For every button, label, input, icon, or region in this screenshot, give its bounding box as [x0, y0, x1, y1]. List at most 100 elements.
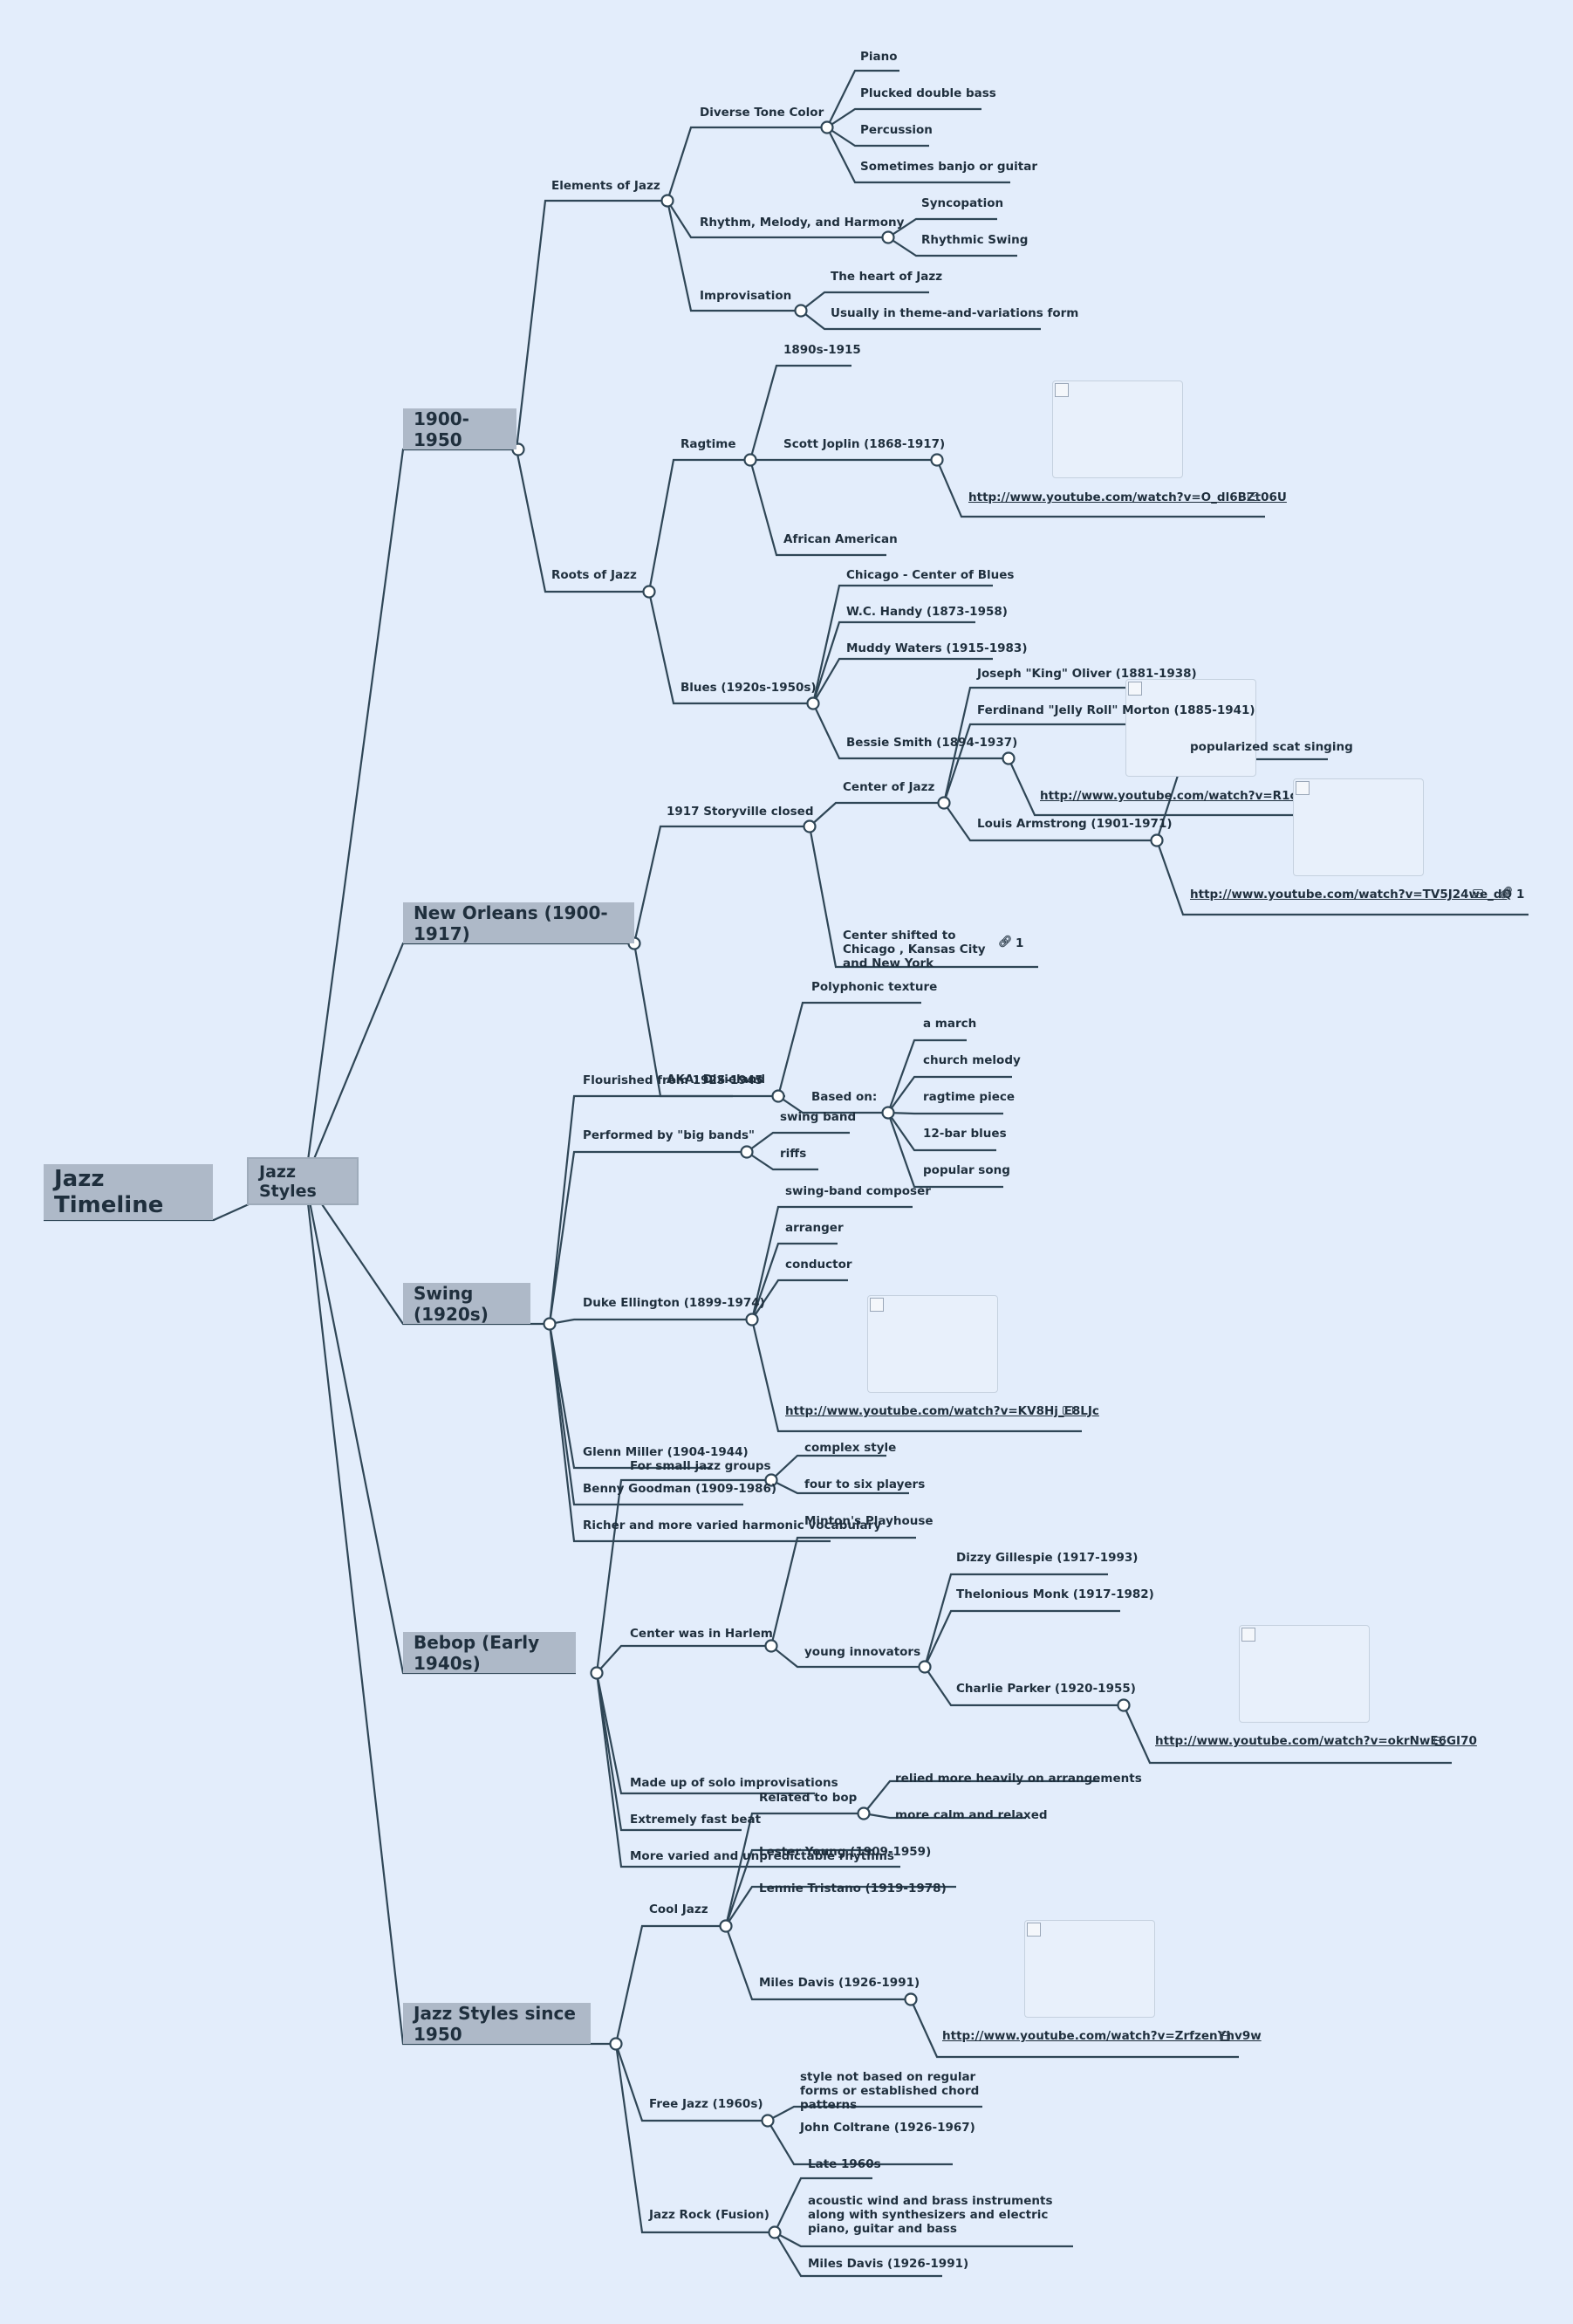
topic-chicago-blues[interactable]: Chicago - Center of Blues	[846, 568, 1015, 582]
image-icon[interactable]	[1434, 1737, 1445, 1745]
youtube-link-ellington[interactable]: http://www.youtube.com/watch?v=KV8Hj_E8L…	[785, 1404, 1099, 1418]
branch-1900-1950[interactable]: 1900-1950	[403, 408, 516, 450]
topic-solo-improvisations[interactable]: Made up of solo improvisations	[630, 1776, 838, 1790]
image-icon[interactable]	[1473, 889, 1483, 898]
topic-swing-band[interactable]: swing band	[780, 1110, 857, 1124]
topic-ragtime-piece[interactable]: ragtime piece	[923, 1090, 1016, 1104]
topic-wc-handy[interactable]: W.C. Handy (1873-1958)	[846, 605, 1008, 619]
topic-1890s-1915[interactable]: 1890s-1915	[783, 343, 861, 357]
topic-arrangements[interactable]: relied more heavily on arrangements	[895, 1772, 1142, 1786]
youtube-link-bessie[interactable]: http://www.youtube.com/watch?v=R1oKhVaKB…	[1040, 789, 1366, 803]
topic-roots-of-jazz[interactable]: Roots of Jazz	[551, 568, 637, 582]
topic-rhythm-melody-harmony[interactable]: Rhythm, Melody, and Harmony	[700, 216, 905, 230]
topic-scat-singing[interactable]: popularized scat singing	[1190, 740, 1353, 754]
topic-lester-young[interactable]: Lester Young (1909-1959)	[759, 1845, 932, 1859]
topic-riffs[interactable]: riffs	[780, 1147, 807, 1161]
topic-bessie-smith[interactable]: Bessie Smith (1894-1937)	[846, 736, 1018, 750]
topic-blues[interactable]: Blues (1920s-1950s)	[680, 681, 817, 695]
image-placeholder[interactable]	[1239, 1625, 1370, 1723]
topic-miles-davis[interactable]: Miles Davis (1926-1991)	[759, 1976, 920, 1990]
topic-calm-relaxed[interactable]: more calm and relaxed	[895, 1808, 1048, 1822]
topic-mintons[interactable]: Minton's Playhouse	[804, 1514, 934, 1528]
image-placeholder[interactable]	[1293, 778, 1424, 876]
topic-rhythmic-swing[interactable]: Rhythmic Swing	[921, 233, 1029, 247]
topic-center-shifted[interactable]: Center shifted to Chicago , Kansas City …	[843, 929, 986, 970]
topic-popular-song[interactable]: popular song	[923, 1163, 1010, 1177]
topic-double-bass[interactable]: Plucked double bass	[860, 86, 996, 100]
topic-ragtime[interactable]: Ragtime	[680, 437, 736, 451]
topic-harlem[interactable]: Center was in Harlem	[630, 1627, 773, 1641]
topic-not-regular-forms[interactable]: style not based on regular forms or esta…	[800, 2070, 980, 2112]
topic-dixieland[interactable]: AKA: Dixieland	[667, 1073, 766, 1087]
topic-heart-of-jazz[interactable]: The heart of Jazz	[831, 270, 943, 284]
topic-unpredictable-rhythms[interactable]: More varied and unpredictable rhythms	[630, 1849, 894, 1863]
topic-arranger[interactable]: arranger	[785, 1221, 844, 1235]
image-placeholder[interactable]	[1024, 1920, 1155, 2018]
topic-cool-jazz[interactable]: Cool Jazz	[649, 1902, 708, 1916]
topic-duke-ellington[interactable]: Duke Ellington (1899-1974)	[583, 1296, 765, 1310]
topic-young-innovators[interactable]: young innovators	[804, 1645, 921, 1659]
topic-lennie-tristano[interactable]: Lennie Tristano (1919-1978)	[759, 1882, 947, 1896]
topic-swing-band-composer[interactable]: swing-band composer	[785, 1184, 931, 1198]
topic-louis-armstrong[interactable]: Louis Armstrong (1901-1971)	[977, 817, 1173, 831]
branch-bebop[interactable]: Bebop (Early 1940s)	[403, 1632, 576, 1674]
topic-miles-davis-fusion[interactable]: Miles Davis (1926-1991)	[808, 2257, 969, 2271]
topic-late-1960s[interactable]: Late 1960s	[808, 2157, 881, 2171]
topic-theme-variations[interactable]: Usually in theme-and-variations form	[831, 306, 1079, 320]
branch-since-1950[interactable]: Jazz Styles since 1950	[403, 2003, 591, 2045]
topic-12-bar-blues[interactable]: 12-bar blues	[923, 1127, 1007, 1141]
topic-african-american[interactable]: African American	[783, 532, 898, 546]
topic-king-oliver[interactable]: Joseph "King" Oliver (1881-1938)	[977, 667, 1197, 681]
topic-big-bands[interactable]: Performed by "big bands"	[583, 1128, 756, 1142]
topic-muddy-waters[interactable]: Muddy Waters (1915-1983)	[846, 641, 1028, 655]
topic-banjo-guitar[interactable]: Sometimes banjo or guitar	[860, 160, 1038, 174]
topic-diverse-tone-color[interactable]: Diverse Tone Color	[700, 106, 824, 120]
link-icon[interactable]: 🔗︎	[1499, 887, 1514, 900]
link-icon[interactable]: 🔗︎	[998, 936, 1013, 949]
hub-topic[interactable]: Jazz Styles	[249, 1159, 357, 1203]
topic-thelonious-monk[interactable]: Thelonious Monk (1917-1982)	[956, 1587, 1154, 1601]
root-topic[interactable]: Jazz Timeline	[44, 1164, 213, 1220]
topic-elements-of-jazz[interactable]: Elements of Jazz	[551, 179, 660, 193]
topic-free-jazz[interactable]: Free Jazz (1960s)	[649, 2097, 763, 2111]
topic-percussion[interactable]: Percussion	[860, 123, 933, 137]
topic-small-groups[interactable]: For small jazz groups	[630, 1459, 771, 1473]
topic-center-of-jazz[interactable]: Center of Jazz	[843, 780, 935, 794]
topic-flourished[interactable]: Flourished from 1925-1945	[583, 1073, 763, 1087]
topic-piano[interactable]: Piano	[860, 50, 898, 64]
topic-syncopation[interactable]: Syncopation	[921, 196, 1004, 210]
image-placeholder[interactable]	[1125, 679, 1256, 777]
topic-a-march[interactable]: a march	[923, 1017, 977, 1031]
topic-benny-goodman[interactable]: Benny Goodman (1909-1986)	[583, 1482, 777, 1496]
topic-improvisation[interactable]: Improvisation	[700, 289, 792, 303]
youtube-link-joplin[interactable]: http://www.youtube.com/watch?v=O_dl6BZt0…	[968, 490, 1287, 504]
image-icon[interactable]	[1063, 1406, 1073, 1415]
topic-jelly-roll-morton[interactable]: Ferdinand "Jelly Roll" Morton (1885-1941…	[977, 703, 1255, 717]
topic-polyphonic-texture[interactable]: Polyphonic texture	[811, 980, 938, 994]
image-placeholder[interactable]	[867, 1295, 998, 1393]
topic-storyville-closed[interactable]: 1917 Storyville closed	[667, 805, 814, 819]
topic-conductor[interactable]: conductor	[785, 1258, 852, 1272]
branch-new-orleans[interactable]: New Orleans (1900-1917)	[403, 902, 634, 944]
topic-complex-style[interactable]: complex style	[804, 1441, 897, 1455]
topic-glenn-miller[interactable]: Glenn Miller (1904-1944)	[583, 1445, 749, 1459]
topic-dizzy-gillespie[interactable]: Dizzy Gillespie (1917-1993)	[956, 1551, 1139, 1565]
topic-charlie-parker[interactable]: Charlie Parker (1920-1955)	[956, 1682, 1136, 1696]
topic-john-coltrane[interactable]: John Coltrane (1926-1967)	[800, 2121, 975, 2135]
image-icon[interactable]	[1248, 492, 1258, 501]
image-icon[interactable]	[1220, 2032, 1230, 2040]
topic-richer-harmonic[interactable]: Richer and more varied harmonic vocabula…	[583, 1518, 882, 1532]
topic-four-six-players[interactable]: four to six players	[804, 1477, 926, 1491]
topic-instruments[interactable]: acoustic wind and brass instruments alon…	[808, 2194, 1053, 2236]
youtube-link-miles[interactable]: http://www.youtube.com/watch?v=ZrfzenYhv…	[942, 2029, 1262, 2043]
topic-based-on[interactable]: Based on:	[811, 1090, 878, 1104]
youtube-link-armstrong[interactable]: http://www.youtube.com/watch?v=TV5J24we_…	[1190, 888, 1513, 901]
youtube-link-parker[interactable]: http://www.youtube.com/watch?v=okrNwE6GI…	[1155, 1734, 1477, 1748]
topic-related-to-bop[interactable]: Related to bop	[759, 1791, 858, 1805]
image-placeholder[interactable]	[1052, 380, 1183, 478]
topic-scott-joplin[interactable]: Scott Joplin (1868-1917)	[783, 437, 946, 451]
topic-fast-beat[interactable]: Extremely fast beat	[630, 1813, 762, 1827]
topic-church-melody[interactable]: church melody	[923, 1053, 1021, 1067]
branch-swing[interactable]: Swing (1920s)	[403, 1283, 530, 1325]
topic-jazz-rock[interactable]: Jazz Rock (Fusion)	[649, 2208, 769, 2222]
